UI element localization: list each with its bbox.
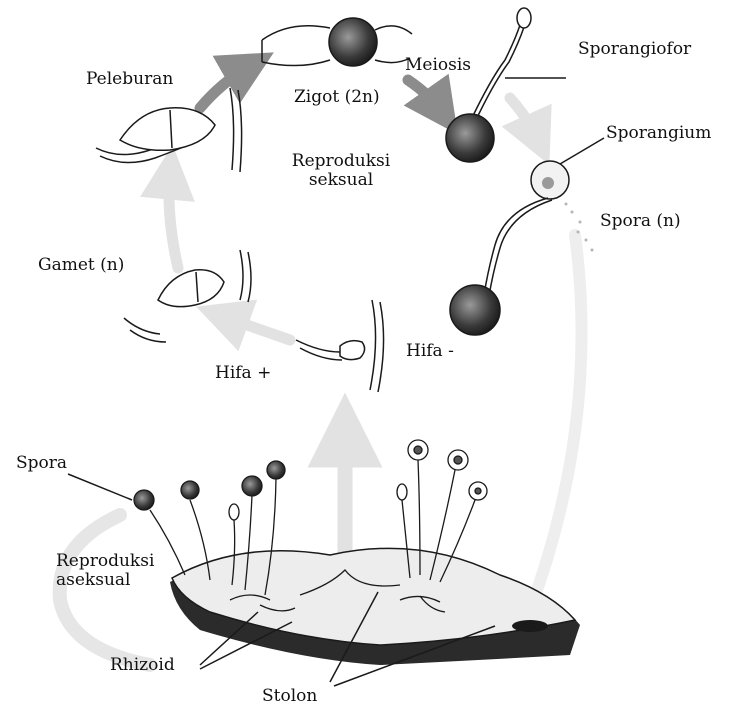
label-stolon: Stolon: [262, 687, 317, 704]
label-gamet: Gamet (n): [38, 256, 124, 275]
arrow-aseksual-loop: [60, 515, 150, 665]
label-hifa-minus: Hifa -: [406, 342, 454, 361]
label-rhizoid: Rhizoid: [110, 656, 175, 675]
sporangium-dark: [446, 114, 494, 162]
label-reproduksi-seksual-line1: Reproduksi: [284, 152, 398, 171]
arrow-meiosis-to-sporangium: [510, 98, 538, 140]
spore-germinating: [450, 285, 500, 335]
label-meiosis: Meiosis: [405, 56, 471, 75]
meiosis-sporangium: [446, 8, 566, 162]
substrate: [170, 548, 580, 665]
arrow-hifa-to-gamet: [222, 316, 290, 340]
label-reproduksi-aseksual: Reproduksi aseksual: [56, 552, 154, 589]
label-peleburan: Peleburan: [86, 70, 173, 89]
sporangium-light: [484, 138, 604, 296]
label-zigot: Zigot (2n): [294, 88, 380, 107]
zigot-structure: [262, 18, 412, 66]
arrow-peleburan-to-zigot: [200, 66, 250, 108]
label-reproduksi-aseksual-line2: aseksual: [56, 571, 154, 590]
label-reproduksi-seksual: Reproduksi seksual: [284, 152, 398, 189]
peleburan-hyphae: [96, 88, 242, 172]
gamet-hyphae: [124, 250, 251, 342]
arrow-zigot-to-meiosis: [408, 80, 442, 112]
zigot-sphere: [329, 18, 377, 66]
label-spora: Spora: [16, 454, 67, 473]
label-reproduksi-seksual-line2: seksual: [284, 171, 398, 190]
hifa-structures: [296, 300, 384, 392]
label-reproduksi-aseksual-line1: Reproduksi: [56, 552, 154, 571]
label-sporangiofor: Sporangiofor: [578, 40, 691, 59]
label-hifa-plus: Hifa +: [215, 364, 271, 383]
label-spora-n: Spora (n): [600, 212, 681, 231]
arrow-gamet-to-peleburan: [169, 172, 178, 268]
arrow-spora-loop: [530, 235, 582, 610]
label-sporangium: Sporangium: [606, 124, 711, 143]
